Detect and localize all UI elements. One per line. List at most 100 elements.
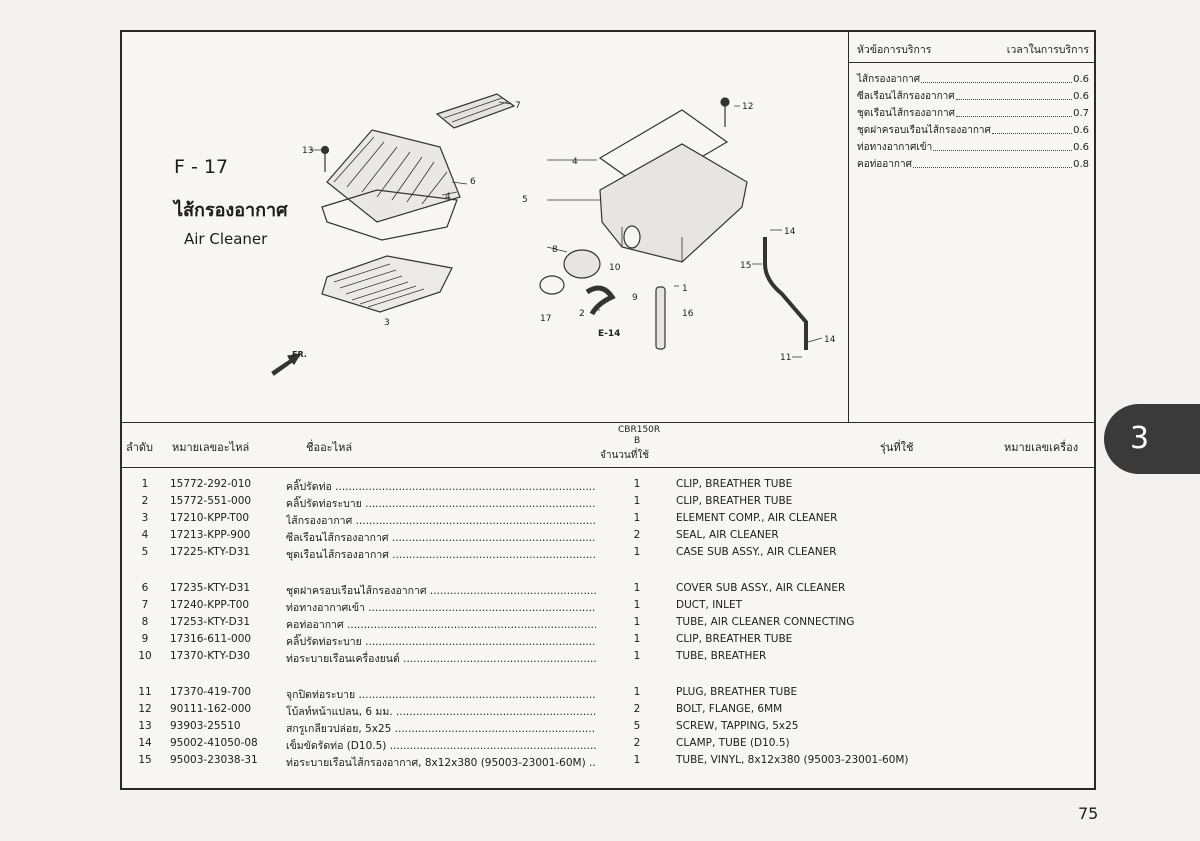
vinyl-tube-part bbox=[763, 237, 808, 350]
row-quantity: 1 bbox=[633, 495, 641, 507]
row-index: 4 bbox=[141, 529, 149, 541]
dot-leader: ........................................… bbox=[358, 689, 596, 701]
front-arrow bbox=[271, 353, 302, 376]
header-quantity: จำนวนที่ใช้ bbox=[600, 450, 650, 461]
service-header: หัวข้อการบริการ เวลาในการบริการ bbox=[849, 32, 1095, 63]
row-part-name: คลิ๊ปรัดท่อ ............................… bbox=[286, 478, 596, 496]
diagram-svg: 13 7 6 4 12 4 5 8 10 9 1 2 17 16 14 15 1… bbox=[271, 93, 836, 376]
row-part-number: 95002-41050-08 bbox=[170, 737, 258, 749]
parts-table-header: ลำดับ หมายเลขอะไหล่ ชื่ออะไหล่ CBR150R B… bbox=[122, 422, 1094, 468]
service-time-box: หัวข้อการบริการ เวลาในการบริการ ไส้กรองอ… bbox=[848, 32, 1095, 422]
row-part-number: 17316-611-000 bbox=[170, 633, 252, 645]
section-tab: 3 bbox=[1104, 404, 1200, 474]
cover-part bbox=[326, 129, 461, 223]
row-description: ELEMENT COMP., AIR CLEANER bbox=[676, 512, 838, 524]
dot-leader: ........................................… bbox=[391, 532, 596, 544]
callout-label: 14 bbox=[824, 335, 836, 345]
page-number: 75 bbox=[1078, 804, 1099, 823]
row-part-number: 17370-419-700 bbox=[170, 686, 252, 698]
row-description: CLAMP, TUBE (D10.5) bbox=[676, 737, 790, 749]
row-quantity: 2 bbox=[633, 529, 641, 541]
callout-label: 4 bbox=[445, 192, 451, 202]
callout-label: 5 bbox=[522, 195, 528, 205]
row-part-number: 17213-KPP-900 bbox=[170, 529, 251, 541]
row-index: 14 bbox=[138, 737, 152, 749]
row-index: 2 bbox=[141, 495, 149, 507]
row-part-number: 17253-KTY-D31 bbox=[170, 616, 251, 628]
header-part-name: ชื่ออะไหล่ bbox=[306, 441, 353, 454]
row-part-number: 15772-551-000 bbox=[170, 495, 252, 507]
callout-label: 6 bbox=[470, 177, 476, 187]
row-quantity: 1 bbox=[633, 650, 641, 662]
header-part-number: หมายเลขอะไหล่ bbox=[172, 441, 250, 454]
dot-leader: ........................................… bbox=[331, 481, 596, 493]
breather-tube-part bbox=[585, 285, 616, 316]
duct-part bbox=[435, 93, 516, 129]
row-description: CASE SUB ASSY., AIR CLEANER bbox=[676, 546, 837, 558]
row-quantity: 1 bbox=[633, 616, 641, 628]
parts-page-frame: F - 17 ไส้กรองอากาศ Air Cleaner bbox=[120, 30, 1096, 790]
row-index: 11 bbox=[138, 686, 152, 698]
row-index: 15 bbox=[138, 754, 152, 766]
front-label: FR. bbox=[292, 350, 307, 359]
callout-label: 9 bbox=[632, 293, 638, 303]
row-part-number: 17235-KTY-D31 bbox=[170, 582, 251, 594]
callout-label: 11 bbox=[780, 353, 791, 363]
row-description: PLUG, BREATHER TUBE bbox=[676, 686, 798, 698]
element-part bbox=[321, 255, 453, 313]
figure-title-english: Air Cleaner bbox=[184, 230, 268, 248]
row-quantity: 1 bbox=[633, 582, 641, 594]
row-part-name: ท่อระบายเรือนไส้กรองอากาศ, 8x12x380 (950… bbox=[286, 757, 596, 769]
row-description: TUBE, VINYL, 8x12x380 (95003-23001-60M) bbox=[676, 754, 909, 766]
service-header-time: เวลาในการบริการ bbox=[1006, 44, 1089, 56]
row-part-name: คลิ๊ปรัดท่อระบาย .......................… bbox=[286, 633, 596, 651]
dot-leader: ........................................… bbox=[365, 498, 596, 510]
row-part-name: สกรูเกลียวปล่อย, 5x25 ..................… bbox=[286, 720, 596, 738]
row-part-name: คลิ๊ปรัดท่อระบาย .......................… bbox=[286, 495, 596, 513]
callout-label: 13 bbox=[302, 146, 313, 156]
header-model-code: B bbox=[634, 436, 641, 446]
connecting-tube-part bbox=[563, 249, 601, 279]
row-part-number: 17210-KPP-T00 bbox=[170, 512, 250, 524]
row-quantity: 1 bbox=[633, 512, 641, 524]
seal-part bbox=[321, 189, 458, 241]
callout-label: 10 bbox=[609, 263, 621, 273]
row-part-name: โบ้ลท์หน้าแปลน, 6 มม. ..................… bbox=[286, 703, 596, 721]
callout-label: 1 bbox=[682, 284, 688, 294]
callout-label: 17 bbox=[540, 314, 551, 324]
row-index: 3 bbox=[141, 512, 149, 524]
row-description: SCREW, TAPPING, 5x25 bbox=[676, 720, 799, 732]
dot-leader: ........................................… bbox=[394, 723, 596, 735]
service-header-item: หัวข้อการบริการ bbox=[857, 44, 932, 56]
row-part-name: ไส้กรองอากาศ ...........................… bbox=[286, 512, 596, 530]
row-part-number: 90111-162-000 bbox=[170, 703, 252, 715]
callout-label: 14 bbox=[784, 227, 796, 237]
dot-leader: ........................................… bbox=[389, 740, 596, 752]
callout-label: 4 bbox=[572, 157, 578, 167]
row-description: CLIP, BREATHER TUBE bbox=[676, 478, 793, 490]
row-index: 10 bbox=[138, 650, 152, 662]
callout-label: 3 bbox=[384, 318, 390, 328]
row-part-name: ชุดฝาครอบเรือนไส้กรองอากาศ .............… bbox=[286, 582, 596, 600]
header-used-model: รุ่นที่ใช้ bbox=[880, 441, 914, 454]
dot-leader: ........................................… bbox=[365, 636, 596, 648]
figure-title-thai: ไส้กรองอากาศ bbox=[174, 200, 288, 221]
callout-label: 2 bbox=[579, 309, 585, 319]
row-index: 13 bbox=[138, 720, 152, 732]
row-description: DUCT, INLET bbox=[676, 599, 743, 611]
row-part-name: ท่อระบายเรือนเครื่องยนต์ ...............… bbox=[286, 650, 596, 668]
header-model: CBR150R bbox=[618, 425, 661, 435]
